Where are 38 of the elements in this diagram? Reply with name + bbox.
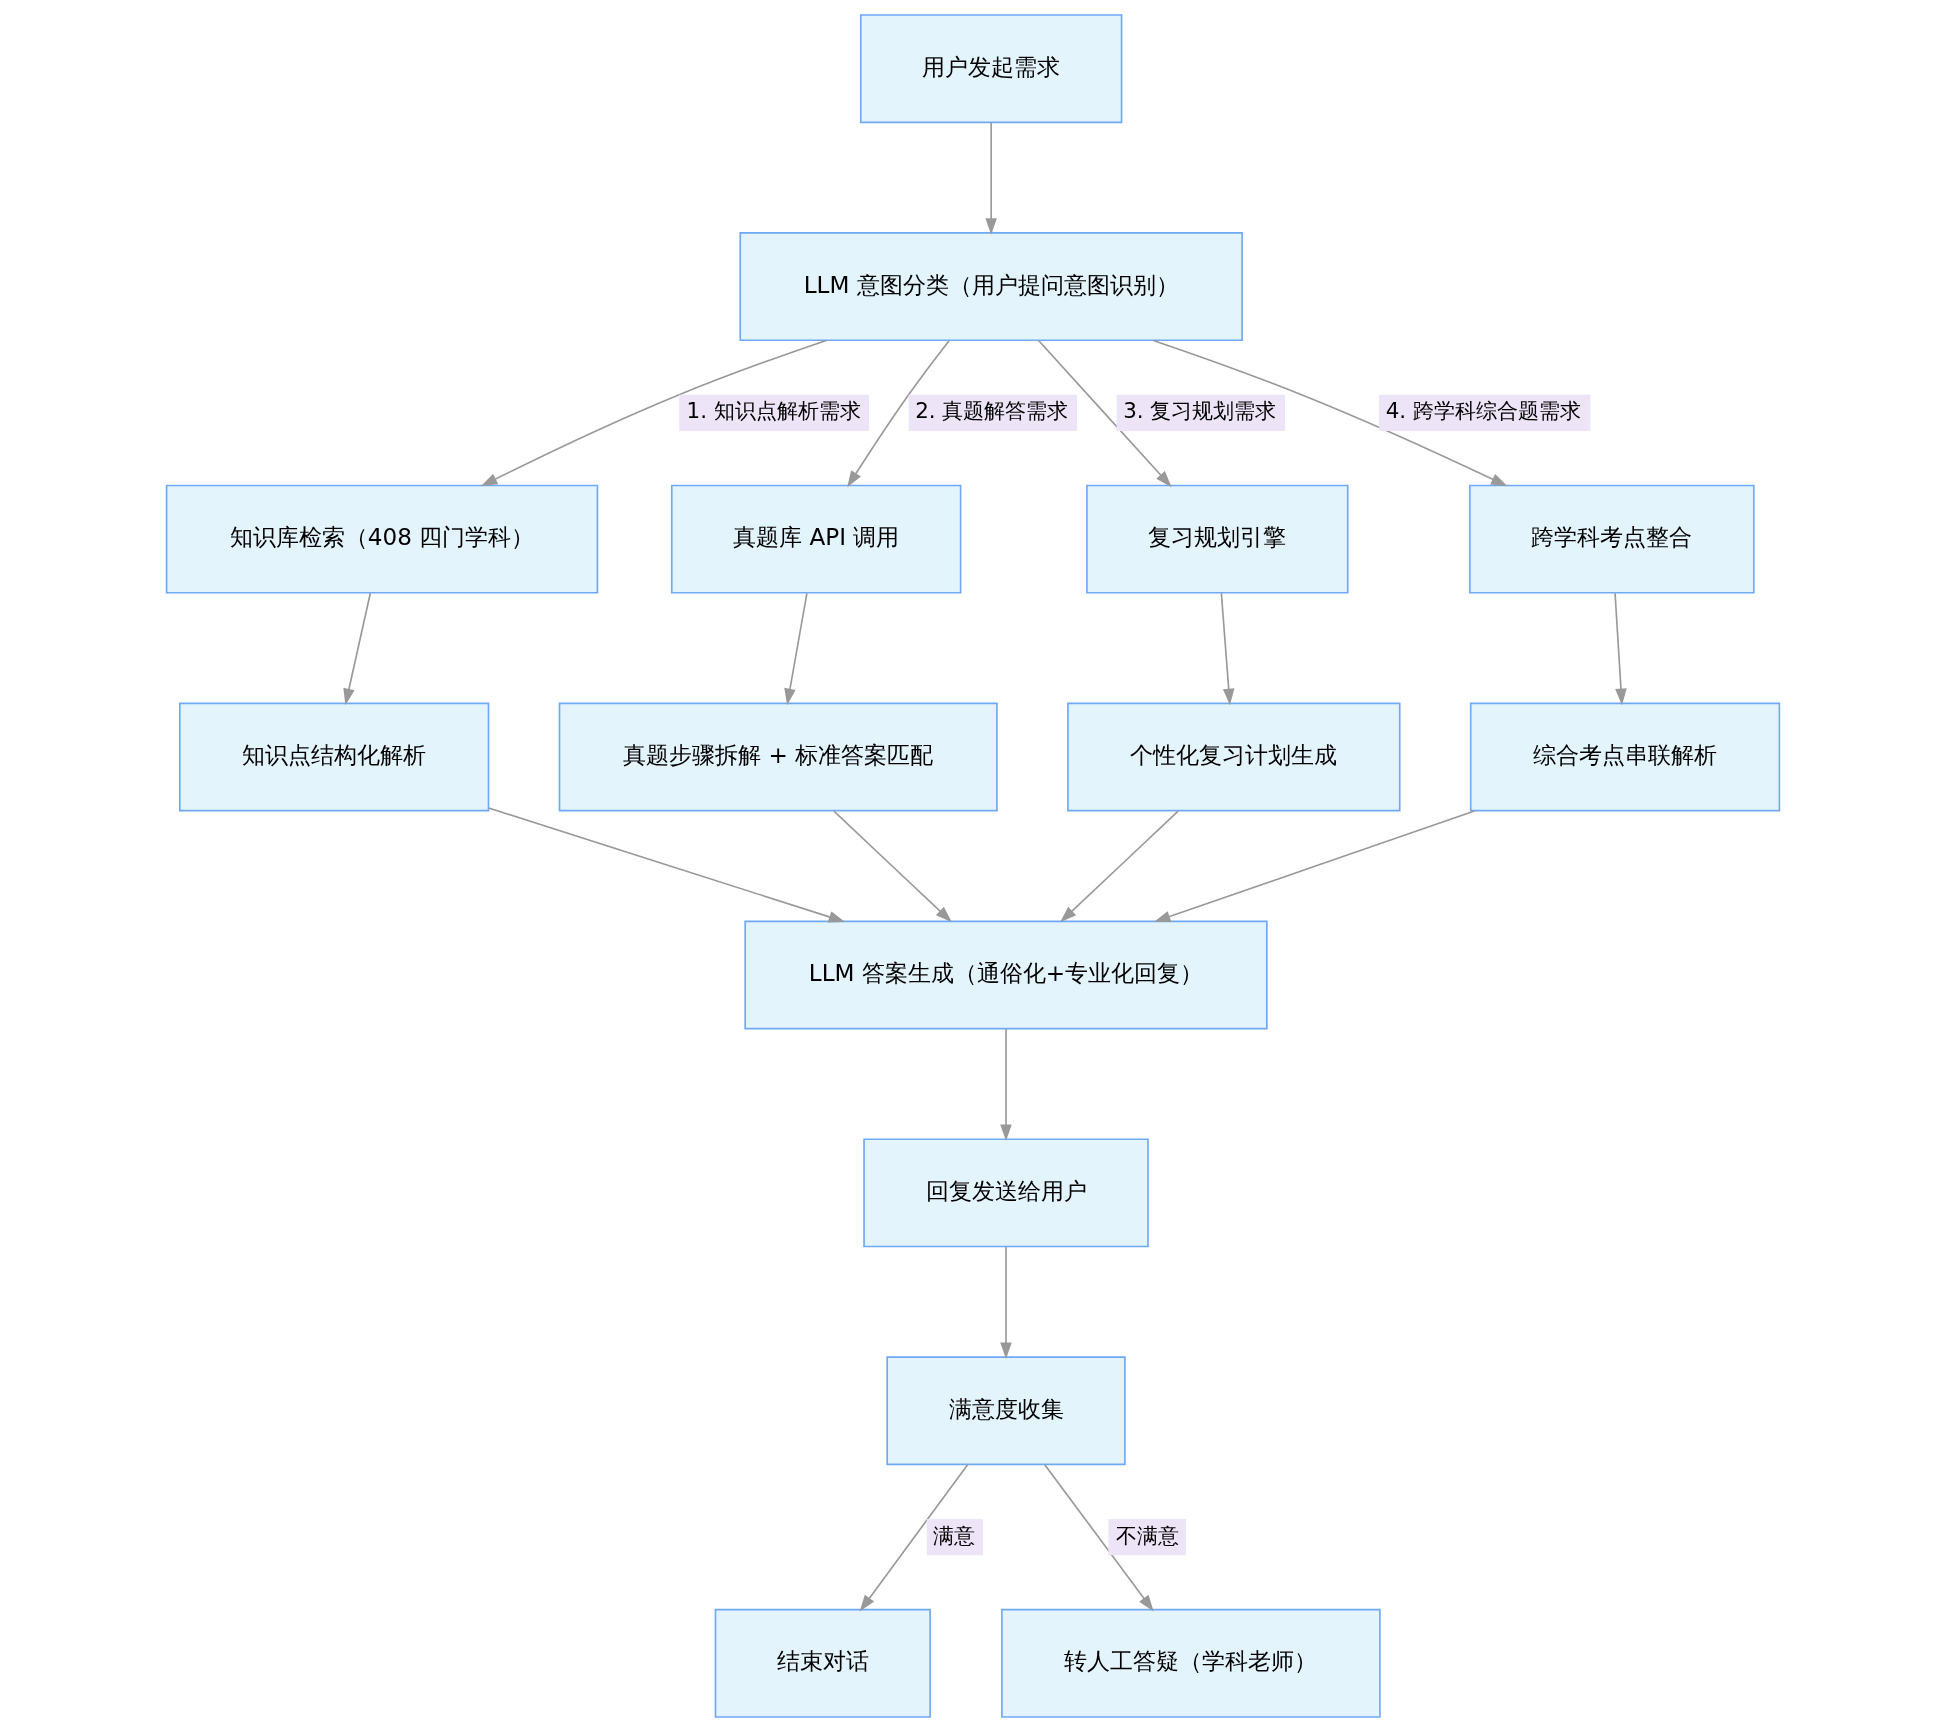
arrow — [999, 1246, 1012, 1359]
node-box: 用户发起需求 — [859, 14, 1122, 124]
node-box: 知识库检索（408 四门学科） — [165, 484, 598, 594]
arrow — [832, 810, 952, 923]
edge-label: 满意 — [932, 1522, 975, 1548]
arrow — [984, 122, 997, 235]
arrow — [859, 1463, 968, 1612]
node-box: 结束对话 — [714, 1608, 931, 1718]
node-box: LLM 答案生成（通俗化+专业化回复） — [743, 920, 1268, 1030]
arrow — [480, 339, 827, 487]
node-box: 真题步骤拆解 + 标准答案匹配 — [558, 702, 998, 812]
arrow — [999, 1028, 1012, 1141]
edge-label: 不满意 — [1115, 1522, 1179, 1548]
edge-label: 2. 真题解答需求 — [914, 398, 1068, 424]
arrow — [487, 807, 845, 923]
node-box: 跨学科考点整合 — [1468, 484, 1755, 594]
edge-label: 3. 复习规划需求 — [1122, 398, 1276, 424]
node-box: 个性化复习计划生成 — [1066, 702, 1401, 812]
node-box: LLM 意图分类（用户提问意图识别） — [738, 232, 1243, 342]
arrow — [846, 339, 950, 488]
arrow — [1613, 592, 1627, 706]
arrow — [1153, 810, 1475, 923]
node-box: 真题库 API 调用 — [670, 484, 961, 594]
node-box: 回复发送给用户 — [862, 1138, 1149, 1248]
arrow — [1220, 592, 1234, 706]
arrow — [342, 592, 371, 706]
node-box: 复习规划引擎 — [1085, 484, 1349, 594]
arrow — [783, 592, 808, 706]
node-box: 满意度收集 — [885, 1356, 1126, 1466]
node-box: 综合考点串联解析 — [1469, 702, 1780, 812]
arrow — [1059, 810, 1179, 923]
node-box: 转人工答疑（学科老师） — [1000, 1608, 1381, 1718]
arrow — [1037, 339, 1172, 488]
arrow — [1152, 339, 1508, 487]
node-box: 知识点结构化解析 — [178, 702, 489, 812]
arrow — [1043, 1463, 1154, 1612]
edge-label: 1. 知识点解析需求 — [686, 398, 861, 424]
edge-label: 4. 跨学科综合题需求 — [1385, 398, 1581, 424]
